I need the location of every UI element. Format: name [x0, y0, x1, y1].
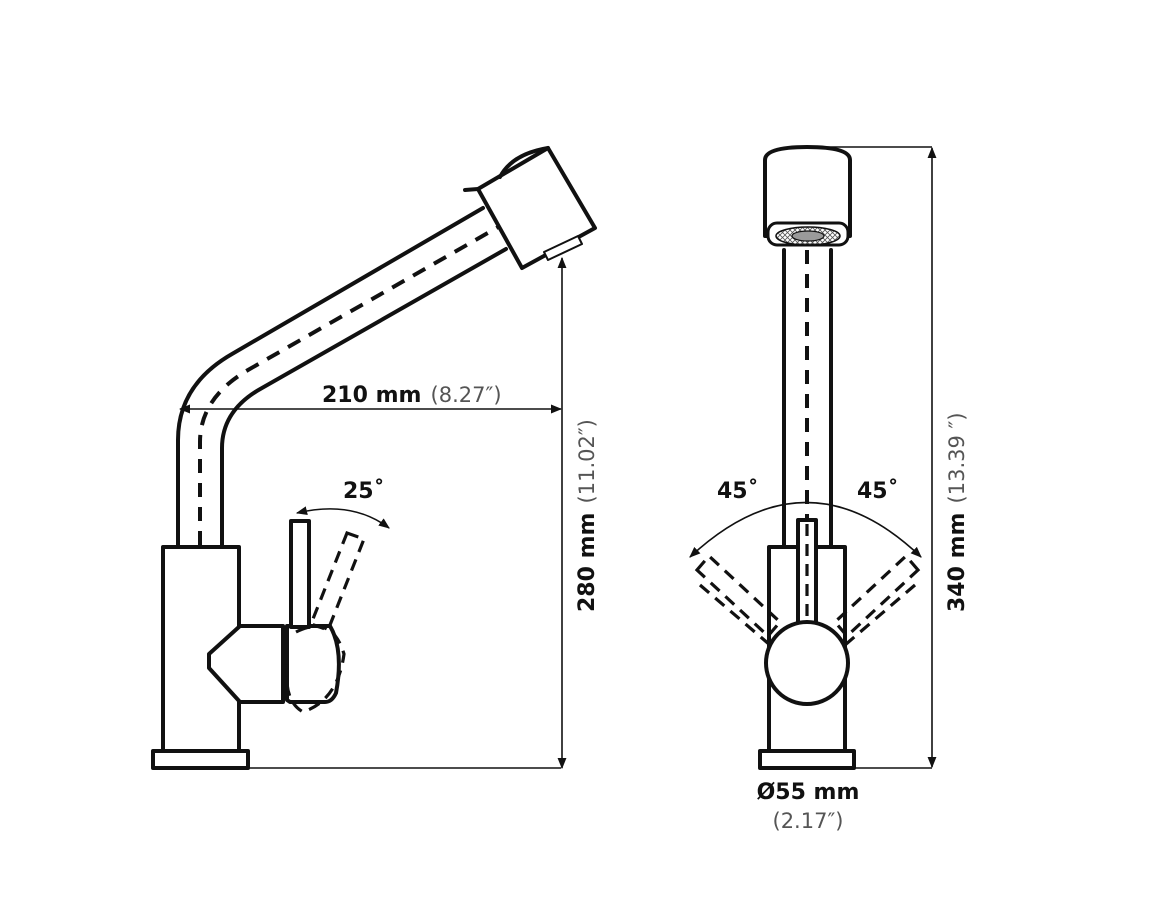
spout-height-label: 280 mm (11.02″): [575, 419, 600, 612]
side-view: 25˚ 210 mm (8.27″) 280 mm (11.02″): [151, 146, 600, 770]
front-lever-tilted-right: [832, 553, 921, 647]
base-diameter-label: Ø55 mm: [757, 780, 860, 805]
reach-label: 210 mm (8.27″): [322, 383, 502, 408]
front-lever-tilted-left: [694, 553, 783, 647]
front-angle-arc: [689, 501, 922, 558]
side-lever: [289, 519, 311, 629]
front-angle-left-label: 45˚: [717, 479, 759, 504]
side-lever-tilted: [285, 530, 367, 714]
side-base: [151, 749, 250, 770]
side-angle-label: 25˚: [343, 479, 385, 504]
side-spray-head: [463, 146, 597, 270]
front-view: 45˚ 45˚ Ø55 mm (2.17″) 340 mm (13.39 ″): [689, 145, 970, 833]
side-angle-arc: [295, 506, 390, 529]
front-spout: [782, 248, 833, 549]
front-spray-head: [763, 145, 852, 247]
total-height-label: 340 mm (13.39 ″): [945, 412, 970, 612]
front-handle-knob: [764, 620, 850, 706]
base-diameter-imperial: (2.17″): [773, 809, 844, 833]
side-cartridge: [207, 624, 285, 704]
front-angle-right-label: 45˚: [857, 479, 899, 504]
side-spout: [176, 206, 508, 549]
front-base: [758, 749, 856, 770]
